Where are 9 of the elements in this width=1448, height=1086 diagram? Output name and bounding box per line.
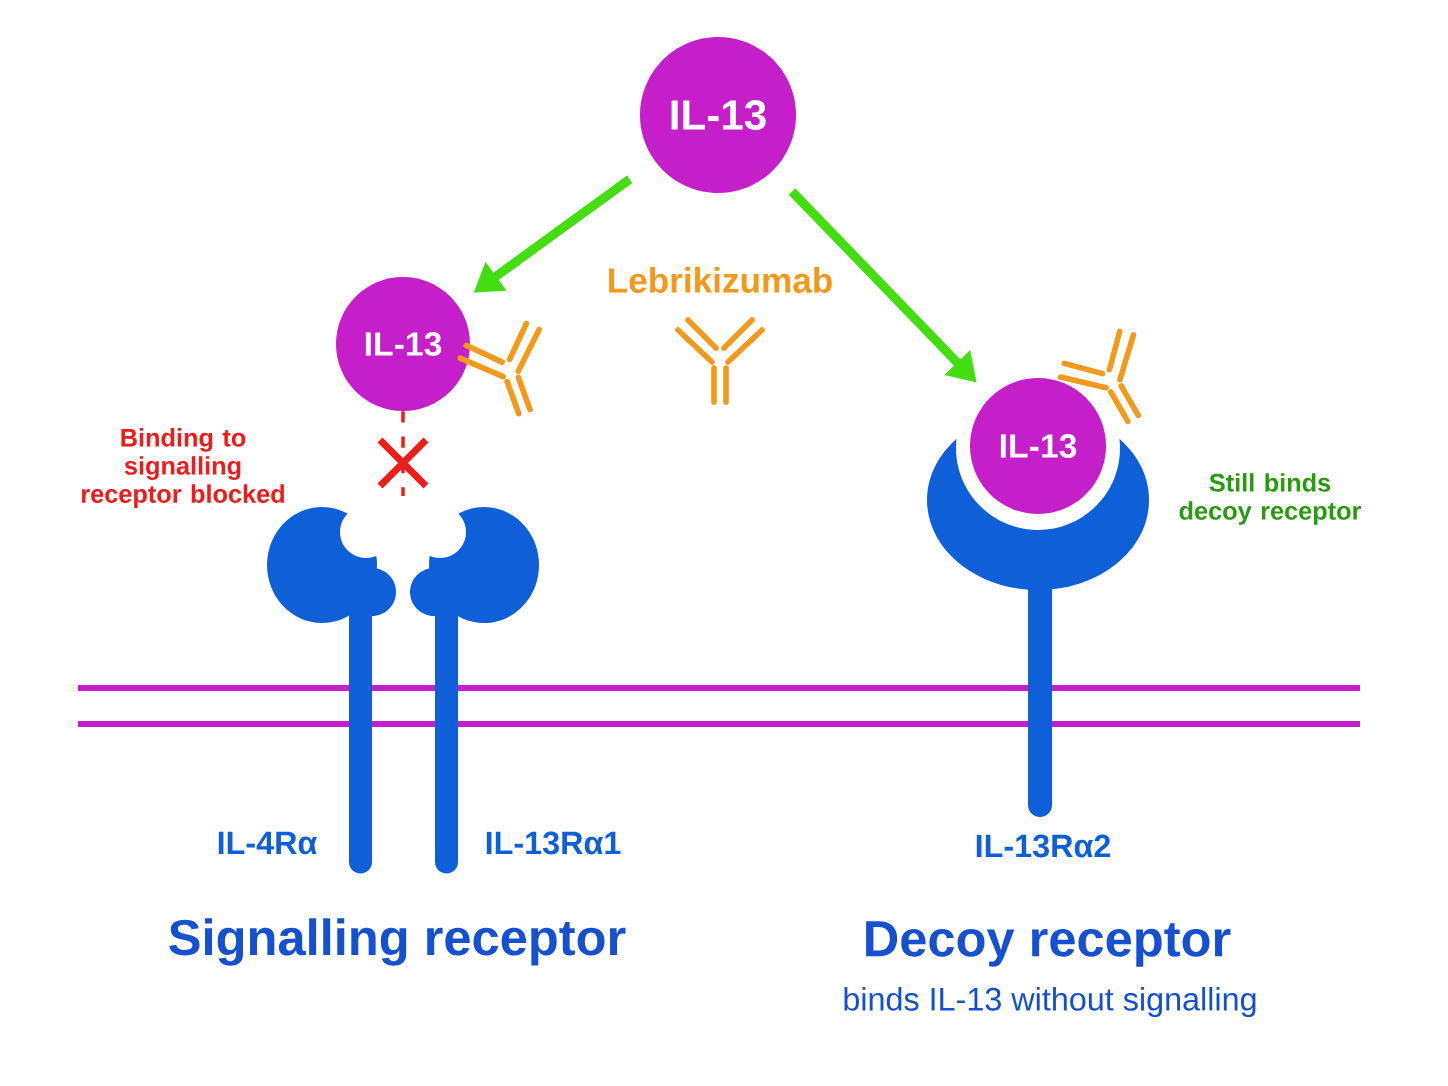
label-text: IL-13Rα1 — [486, 831, 621, 855]
label-text: IL-4Rα — [218, 831, 318, 855]
label-text: binds IL-13 without signalling — [844, 986, 1256, 1018]
label-text: IL-13Rα2 — [976, 834, 1111, 858]
heading: Signalling receptor — [169, 918, 626, 966]
label-text: Lebrikizumab — [609, 267, 832, 293]
caption-text: Still binds decoy receptor — [1179, 473, 1362, 525]
caption-text: Binding to signalling receptor blocked — [82, 428, 284, 508]
heading: Decoy receptor — [866, 921, 1231, 967]
